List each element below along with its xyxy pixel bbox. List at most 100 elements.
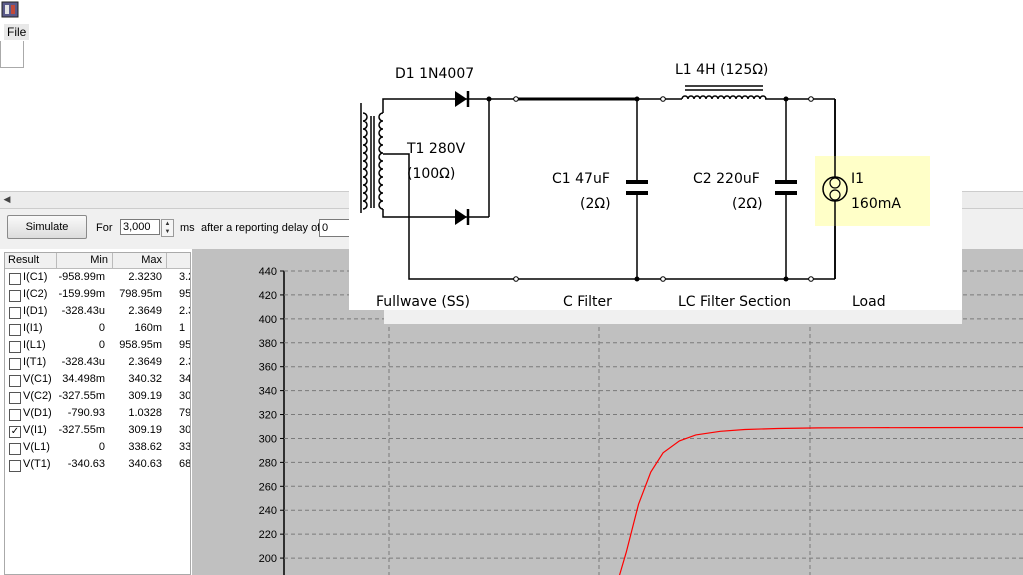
y-tick-label: 240 (259, 505, 277, 517)
result-checkbox[interactable] (9, 290, 21, 302)
column-header-result[interactable]: Result (5, 253, 57, 268)
y-tick-label: 320 (259, 410, 277, 422)
y-tick-label: 260 (259, 481, 277, 493)
result-name: V(T1) (23, 458, 51, 470)
t1-label: T1 280V (406, 141, 466, 157)
c2-label: C2 220uF (693, 171, 760, 187)
result-max: 958.95m (119, 339, 162, 351)
axis-strip (192, 249, 284, 575)
left-panel-stub (0, 41, 24, 68)
result-extra: 2.3 (179, 305, 190, 317)
capacitor-c2[interactable] (775, 180, 797, 195)
result-min: 0 (98, 339, 105, 351)
result-extra: 791 (179, 407, 191, 419)
result-checkbox[interactable] (9, 375, 21, 387)
diode-d1-bottom[interactable] (455, 209, 470, 225)
y-tick-label: 280 (259, 457, 277, 469)
t1-resistance: (100Ω) (407, 166, 455, 182)
scroll-left-arrow-icon[interactable]: ◀ (3, 194, 11, 204)
result-checkbox[interactable] (9, 273, 21, 285)
result-name: I(L1) (23, 339, 46, 351)
result-checkbox[interactable] (9, 307, 21, 319)
duration-input[interactable] (120, 219, 160, 235)
result-max: 160m (134, 322, 162, 334)
result-max: 309.19 (128, 424, 162, 436)
circuit-schematic[interactable]: D1 1N4007 L1 4H (125Ω) T1 280V (100Ω) C1… (349, 58, 962, 310)
c1-resistance: (2Ω) (580, 196, 611, 212)
ms-label: ms (180, 222, 195, 234)
section-load: Load (852, 294, 886, 310)
result-name: V(L1) (23, 441, 50, 453)
schematic-bottom-strip (384, 310, 962, 324)
delay-label: after a reporting delay of (201, 222, 321, 234)
result-extra: 958. (179, 288, 191, 300)
section-lc-filter: LC Filter Section (678, 294, 791, 310)
y-tick-label: 220 (259, 529, 277, 541)
result-checkbox[interactable] (9, 409, 21, 421)
result-checkbox[interactable] (9, 443, 21, 455)
result-name: V(I1) (23, 424, 47, 436)
result-extra: 681 (179, 458, 191, 470)
duration-stepper[interactable]: ▲ ▼ (161, 219, 174, 237)
result-checkbox[interactable] (9, 324, 21, 336)
y-tick-label: 200 (259, 553, 277, 565)
result-name: I(I1) (23, 322, 43, 334)
for-label: For (96, 222, 113, 234)
y-tick-label: 360 (259, 362, 277, 374)
delay-input[interactable] (319, 219, 351, 237)
result-row[interactable]: I(D1) -328.43u 2.3649 2.3 (5, 304, 190, 321)
result-checkbox[interactable] (9, 460, 21, 472)
c1-label: C1 47uF (552, 171, 610, 187)
stepper-up-icon[interactable]: ▲ (164, 221, 171, 227)
menu-file[interactable]: File (4, 24, 30, 40)
stepper-down-icon[interactable]: ▼ (164, 229, 171, 235)
result-min: -328.43u (61, 356, 105, 368)
result-extra: 2.3 (179, 356, 190, 368)
result-checkbox[interactable] (9, 392, 21, 404)
result-min: -328.43u (61, 305, 105, 317)
diode-d1-top[interactable] (455, 91, 470, 107)
result-max: 309.19 (128, 390, 162, 402)
i1-label: I1 (851, 171, 864, 187)
result-checkbox[interactable]: ✓ (9, 426, 21, 438)
section-fullwave: Fullwave (SS) (376, 294, 470, 310)
result-max: 340.32 (128, 373, 162, 385)
d1-label: D1 1N4007 (395, 66, 474, 82)
column-header-min[interactable]: Min (57, 253, 113, 268)
result-name: V(C1) (23, 373, 52, 385)
result-name: I(C2) (23, 288, 48, 300)
series-line-v-i1 (618, 426, 1023, 575)
result-name: I(D1) (23, 305, 48, 317)
result-checkbox[interactable] (9, 358, 21, 370)
result-max: 2.3230 (128, 271, 162, 283)
result-name: I(T1) (23, 356, 47, 368)
column-header-max[interactable]: Max (113, 253, 167, 268)
section-c-filter: C Filter (563, 294, 612, 310)
result-row[interactable]: V(D1)-790.931.0328791 (5, 406, 191, 423)
y-tick-label: 300 (259, 433, 277, 445)
result-min: 34.498m (62, 373, 105, 385)
result-checkbox[interactable] (9, 341, 21, 353)
result-extra: 309 (179, 390, 191, 402)
result-min: -958.99m (58, 271, 105, 283)
y-tick-label: 380 (259, 338, 277, 350)
result-row[interactable]: I(T1) -328.43u 2.3649 2.3 (5, 355, 190, 372)
result-max: 2.3649 (128, 305, 162, 317)
result-name: V(D1) (23, 407, 52, 419)
result-max: 2.3649 (128, 356, 162, 368)
current-source-i1-icon[interactable] (822, 176, 848, 202)
app-icon (1, 1, 19, 18)
column-header-extra[interactable] (167, 253, 190, 268)
capacitor-c1[interactable] (626, 180, 648, 195)
simulate-button[interactable]: Simulate (7, 215, 87, 239)
